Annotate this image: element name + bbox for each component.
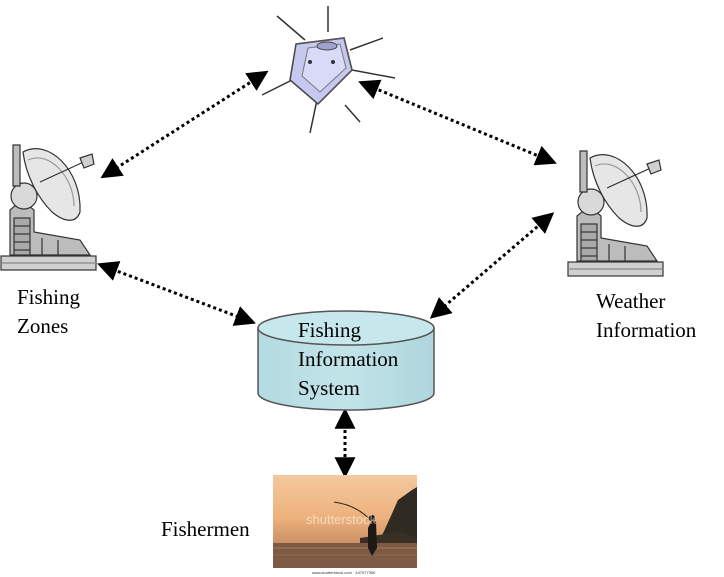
satellite-dish-icon xyxy=(0,144,97,271)
arrow-weather-system xyxy=(429,212,555,319)
arrow-satellite-fishing-zones xyxy=(100,70,269,179)
fishermen-label: Fishermen xyxy=(161,517,250,541)
system-label-line2: Information xyxy=(298,347,399,371)
satellite-dish-icon xyxy=(567,150,664,277)
fishing-information-system-label: Fishing Information System xyxy=(298,316,398,403)
fishing-zones-label: Fishing Zones xyxy=(17,283,80,341)
fishing-zones-line2: Zones xyxy=(17,314,69,338)
fisherman-photo xyxy=(273,475,417,577)
photo-caption: www.shutterstock.com · 447977350 xyxy=(312,570,376,575)
fishing-zones-line1: Fishing xyxy=(17,285,81,309)
system-label-line1: Fishing xyxy=(298,318,362,342)
arrow-satellite-weather xyxy=(358,79,557,166)
weather-information-line1: Weather xyxy=(596,289,666,313)
weather-information-line2: Information xyxy=(596,318,697,342)
satellite-icon xyxy=(261,6,396,134)
database-cylinder-icon xyxy=(257,310,435,411)
photo-watermark: shutterstock xyxy=(306,512,377,527)
connection-arrows xyxy=(97,70,557,479)
system-label-line3: System xyxy=(298,376,360,400)
arrow-fishing-zones-system xyxy=(97,261,256,326)
weather-information-label: Weather Information xyxy=(596,287,696,345)
